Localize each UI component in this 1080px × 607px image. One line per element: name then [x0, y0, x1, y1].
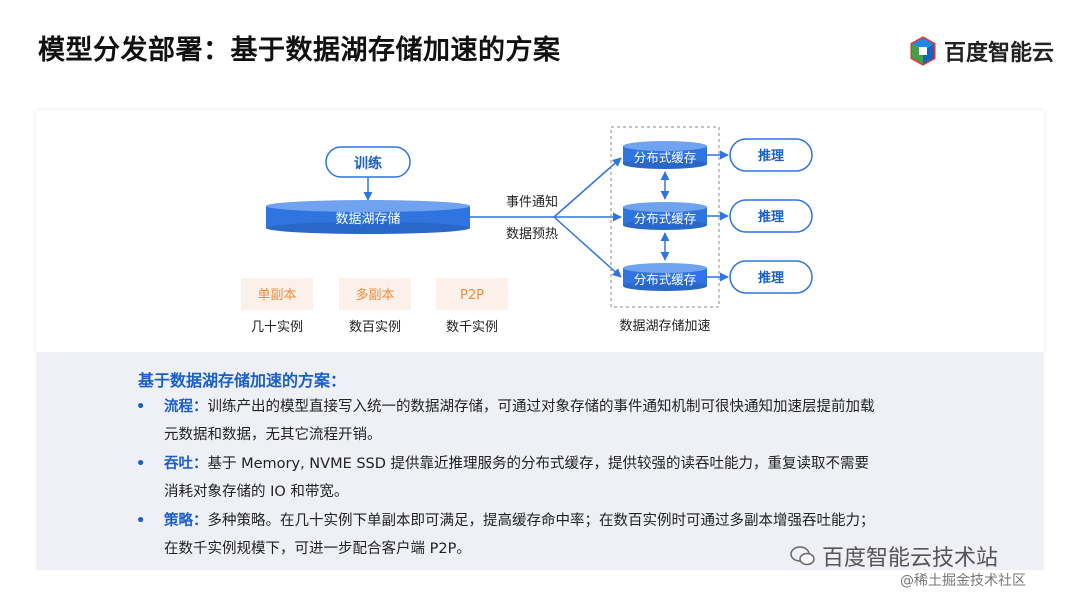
fanout-arrow-1 [553, 157, 622, 218]
bullet-text-throughput-1: 基于 Memory, NVME SSD 提供靠近推理服务的分布式缓存，提供较强的… [207, 456, 870, 472]
diagram-panel: 训练 数据湖存储 事件通知 数据预热 分布式缓存 [36, 110, 1044, 352]
train-label: 训练 [354, 155, 382, 172]
bullet-throughput: • 吞吐：基于 Memory, NVME SSD 提供靠近推理服务的分布式缓存，… [136, 450, 956, 506]
wechat-icon [790, 546, 815, 566]
brand-logo: 百度智能云 [908, 34, 1054, 68]
mode-scale-2: 数百实例 [349, 320, 401, 335]
infer-node-3: 推理 [729, 260, 813, 294]
bullet-flow: • 流程：训练产出的模型直接写入统一的数据湖存储，可通过对象存储的事件通知机制可… [136, 393, 956, 449]
cache-label-1: 分布式缓存 [634, 150, 697, 165]
cache-node-2: 分布式缓存 [623, 202, 707, 230]
bullet-label-flow: 流程： [164, 399, 208, 415]
watermark-main-text: 百度智能云技术站 [822, 546, 999, 571]
bullet-text-strategy-1: 多种策略。在几十实例下单副本即可满足，提高缓存命中率；在数百实例时可通过多副本增… [207, 513, 875, 529]
data-lake-cylinder: 数据湖存储 [266, 200, 470, 234]
infer-node-2: 推理 [729, 199, 813, 233]
bullet-text-flow-2: 元数据和数据，无其它流程开销。 [164, 427, 382, 443]
data-preheat-label: 数据预热 [506, 227, 558, 242]
page-title: 模型分发部署：基于数据湖存储加速的方案 [38, 35, 561, 66]
infer-label-1: 推理 [758, 148, 784, 164]
bullet-dot-icon: • [136, 456, 146, 472]
bullet-label-strategy: 策略： [164, 513, 208, 529]
bullet-strategy: • 策略：多种策略。在几十实例下单副本即可满足，提高缓存命中率；在数百实例时可通… [136, 507, 956, 563]
brand-name: 百度智能云 [944, 41, 1055, 66]
bullet-text-throughput-2: 消耗对象存储的 IO 和带宽。 [164, 484, 349, 500]
architecture-diagram: 训练 数据湖存储 事件通知 数据预热 分布式缓存 [241, 126, 813, 335]
mode-scale-1: 几十实例 [251, 320, 303, 335]
mode-scale-3: 数千实例 [446, 320, 498, 335]
bullet-text-strategy-2: 在数千实例规模下，可进一步配合客户端 P2P。 [164, 541, 471, 557]
cache-label-2: 分布式缓存 [634, 211, 697, 226]
bullet-label-throughput: 吞吐： [164, 456, 208, 472]
solution-heading: 基于数据湖存储加速的方案： [138, 371, 347, 390]
mode-single-replica: 单副本 几十实例 [241, 278, 313, 335]
accel-layer-box [610, 126, 720, 308]
train-node: 训练 [325, 146, 411, 178]
bullet-dot-icon: • [136, 399, 146, 415]
wechat-watermark: 百度智能云技术站 [790, 540, 998, 572]
bullet-text-flow-1: 训练产出的模型直接写入统一的数据湖存储，可通过对象存储的事件通知机制可很快通知加… [207, 399, 875, 415]
cache-node-3: 分布式缓存 [623, 263, 707, 291]
mode-name-2: 多副本 [355, 287, 394, 303]
mode-name-3: P2P [460, 288, 484, 303]
solution-panel: 基于数据湖存储加速的方案： • 流程：训练产出的模型直接写入统一的数据湖存储，可… [36, 352, 1044, 570]
cache-node-1: 分布式缓存 [623, 141, 707, 169]
event-notify-label: 事件通知 [506, 194, 558, 210]
mode-multi-replica: 多副本 数百实例 [339, 278, 411, 335]
fanout-arrow-3 [553, 216, 622, 278]
cache-label-3: 分布式缓存 [634, 272, 697, 287]
infer-label-2: 推理 [758, 209, 784, 225]
infer-label-3: 推理 [758, 270, 784, 286]
baidu-cloud-logo-icon [910, 36, 936, 66]
mode-p2p: P2P 数千实例 [436, 278, 508, 335]
accel-layer-label: 数据湖存储加速 [619, 319, 710, 334]
watermark-sub-text: @稀土掘金技术社区 [900, 573, 1026, 589]
data-lake-label: 数据湖存储 [335, 212, 400, 227]
mode-name-1: 单副本 [257, 288, 296, 303]
infer-node-1: 推理 [729, 138, 813, 172]
bullet-dot-icon: • [136, 513, 146, 529]
